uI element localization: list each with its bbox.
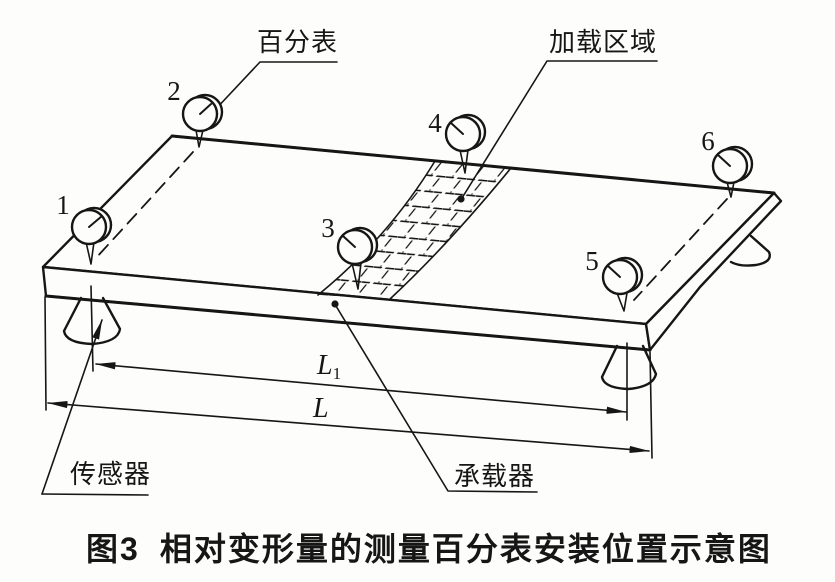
- sensor-label: 传感器: [70, 460, 151, 489]
- dial-gauge-number: 5: [585, 246, 599, 276]
- dial-gauge-2: 2: [167, 76, 224, 148]
- dial-gauge-number: 2: [167, 76, 181, 106]
- leader-dot-loading-area: [457, 195, 465, 203]
- dimension-line-l1: [95, 362, 627, 414]
- dimension-l: L: [47, 393, 650, 454]
- support-cone-front-right: [600, 344, 658, 391]
- dimension-l-label: L: [312, 393, 329, 424]
- extension-line-left-outer: [44, 296, 47, 411]
- hidden-diagonal-dashed-left: [95, 151, 194, 259]
- leader-loading-area: [461, 60, 658, 199]
- dial-needle: [607, 265, 621, 278]
- loading-area-label: 加载区域: [549, 28, 657, 57]
- extension-line-right-outer: [649, 351, 653, 459]
- dial-stem: [616, 292, 628, 312]
- dimension-l1: L1: [95, 350, 627, 414]
- dial-gauge-number: 3: [321, 213, 335, 243]
- dial-gauge-3: 3: [321, 213, 379, 290]
- dial-stem: [195, 129, 204, 148]
- loading-area-left-edge: [317, 160, 436, 296]
- dial-stem: [726, 181, 735, 198]
- dial-stem: [351, 262, 362, 290]
- hidden-diagonal-dashed-right: [633, 198, 728, 301]
- dial-stem: [459, 149, 469, 174]
- dimension-l1-label: L1: [316, 350, 341, 383]
- dial-needle: [199, 103, 212, 115]
- support-cone-back-right: [729, 234, 771, 267]
- leader-sensor-underline: [41, 493, 149, 496]
- dial-needle: [450, 122, 464, 135]
- dial-gauge-4: 4: [428, 108, 487, 174]
- dial-gauge-number: 6: [701, 126, 715, 156]
- leader-dot-load-bearer: [331, 300, 339, 308]
- dial-gauge-5: 5: [585, 246, 644, 312]
- dimension-line-l: [47, 400, 650, 454]
- dial-gauge-label: 百分表: [257, 28, 338, 57]
- leader-load-bearer: [335, 305, 538, 493]
- annotation-sensor: 传感器: [41, 319, 151, 496]
- annotation-dial-gauge: 百分表: [208, 28, 338, 118]
- dial-gauge-number: 4: [428, 108, 442, 138]
- plate-front-bottom-edge: [44, 294, 652, 352]
- dial-needle: [88, 215, 103, 228]
- leader-sensor-arrow: [41, 319, 103, 495]
- dial-gauge-1: 1: [56, 190, 113, 265]
- load-bearer-label: 承载器: [454, 462, 535, 491]
- leader-dial-gauge: [212, 61, 338, 113]
- dial-gauge-6: 6: [701, 126, 754, 198]
- dial-needle: [342, 235, 356, 248]
- figure-caption: 图3 相对变形量的测量百分表安装位置示意图: [86, 531, 772, 567]
- annotation-load-bearer: 承载器: [331, 300, 538, 493]
- extension-line-left-inner: [90, 285, 94, 372]
- plate-right-face: [644, 191, 783, 352]
- dial-stem: [85, 241, 95, 265]
- dial-gauge-number: 1: [56, 190, 70, 220]
- caption-figure-number: 图3: [86, 531, 140, 567]
- caption-title: 相对变形量的测量百分表安装位置示意图: [160, 531, 772, 567]
- loading-area-right-edge: [389, 167, 512, 300]
- annotation-loading-area: 加载区域: [457, 28, 658, 203]
- dial-needle: [717, 154, 731, 167]
